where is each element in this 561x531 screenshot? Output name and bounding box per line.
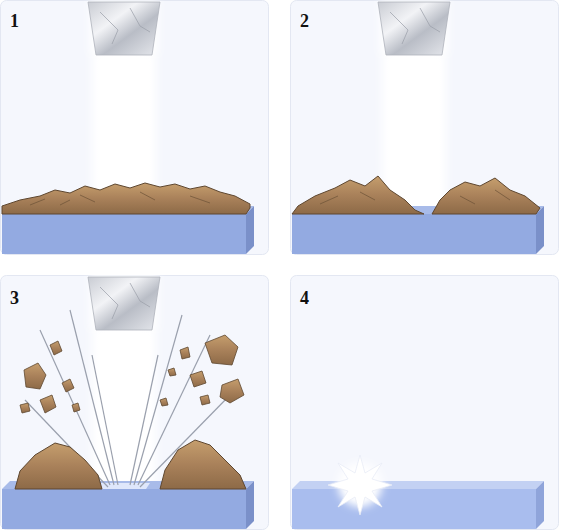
panel-ground	[1, 276, 269, 530]
flash-star	[328, 455, 392, 515]
debris-mound	[15, 443, 102, 489]
emitter	[378, 0, 450, 55]
emitter	[88, 275, 160, 330]
panel-ground	[291, 276, 559, 530]
panel-two	[291, 0, 559, 255]
clean-substrate	[292, 489, 536, 529]
flying-fragments	[20, 335, 244, 413]
panel-number: 4	[300, 289, 309, 307]
beam	[387, 55, 441, 214]
debris-mound	[160, 440, 246, 489]
emitter	[88, 0, 160, 55]
panel-four	[291, 276, 559, 530]
panel-number: 1	[10, 12, 19, 30]
debris-mound	[292, 176, 424, 214]
debris-layer	[2, 183, 250, 214]
panel-ground	[1, 1, 269, 255]
panel-ground	[291, 1, 559, 255]
beam	[97, 330, 151, 489]
beam	[97, 55, 151, 195]
panel-number: 3	[10, 289, 19, 307]
panel-number: 2	[300, 12, 309, 30]
debris-mound	[432, 178, 540, 214]
panel-one	[1, 0, 269, 255]
panel-three	[1, 275, 269, 530]
